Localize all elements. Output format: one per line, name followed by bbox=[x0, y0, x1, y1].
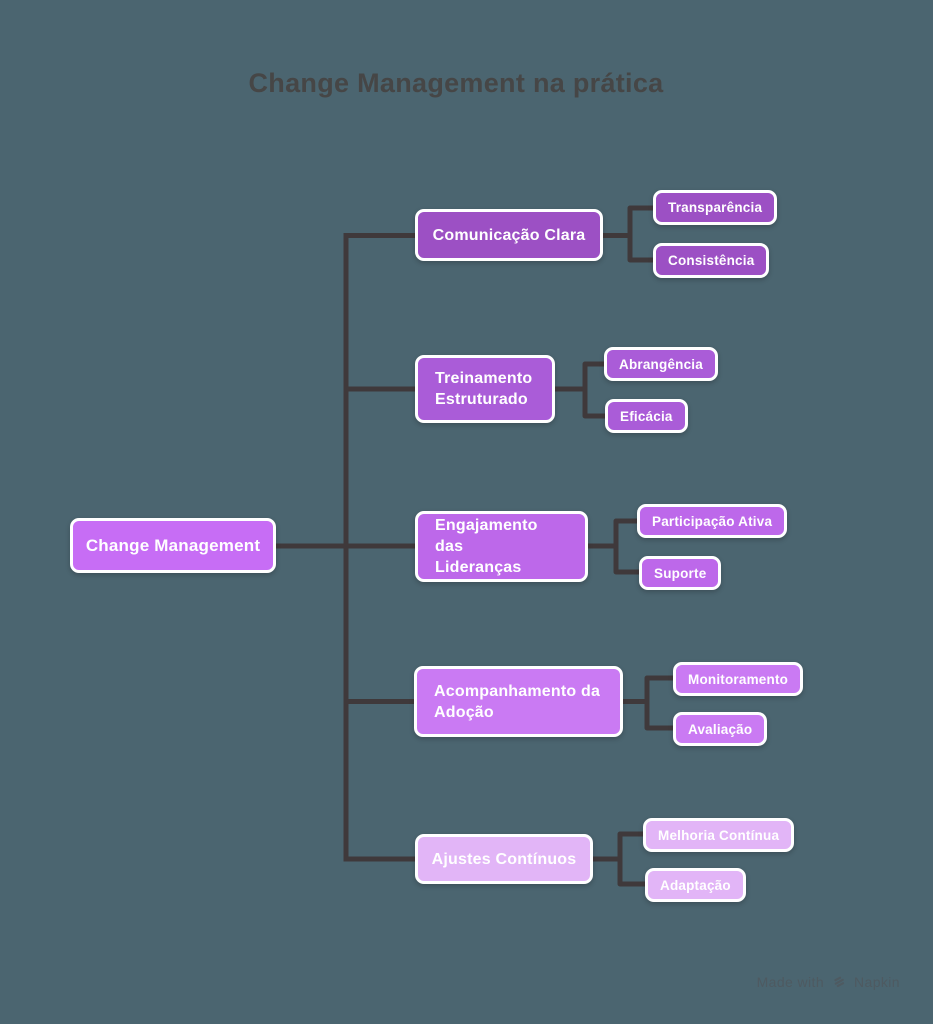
connector-branch-4-children bbox=[623, 675, 673, 731]
node-leaf-participacao-ativa: Participação Ativa bbox=[637, 504, 788, 538]
diagram-title: Change Management na prática bbox=[248, 68, 664, 98]
node-branch-engajamento-liderancas: Engajamento das Lideranças bbox=[415, 511, 588, 582]
node-leaf-adaptacao: Adaptação bbox=[645, 868, 746, 902]
node-leaf-consistencia: Consistência bbox=[653, 243, 770, 278]
node-leaf-avaliacao: Avaliação bbox=[673, 712, 768, 746]
connector-branch-1-children bbox=[603, 205, 653, 263]
connector-branch-5-children bbox=[593, 831, 645, 887]
node-branch-ajustes-continuos: Ajustes Contínuos bbox=[415, 834, 593, 884]
node-leaf-eficacia: Eficácia bbox=[605, 399, 688, 433]
napkin-logo-icon bbox=[834, 976, 845, 988]
watermark-brand-text: Napkin bbox=[854, 974, 900, 990]
node-leaf-transparencia: Transparência bbox=[653, 190, 778, 225]
node-branch-acompanhamento-adocao: Acompanhamento da Adoção bbox=[414, 666, 623, 737]
napkin-watermark: Made with Napkin bbox=[757, 974, 900, 990]
node-branch-comunicacao-clara: Comunicação Clara bbox=[415, 209, 603, 261]
connector-branch-3-children bbox=[588, 518, 639, 575]
node-root: Change Management bbox=[70, 518, 276, 573]
node-leaf-abrangencia: Abrangência bbox=[604, 347, 718, 381]
node-leaf-monitoramento: Monitoramento bbox=[673, 662, 804, 696]
node-leaf-suporte: Suporte bbox=[639, 556, 722, 590]
connector-branch-2-children bbox=[555, 361, 605, 419]
watermark-made-with-text: Made with bbox=[756, 974, 825, 990]
node-branch-treinamento-estruturado: Treinamento Estruturado bbox=[415, 355, 555, 423]
node-leaf-melhoria-continua: Melhoria Contínua bbox=[643, 818, 795, 852]
